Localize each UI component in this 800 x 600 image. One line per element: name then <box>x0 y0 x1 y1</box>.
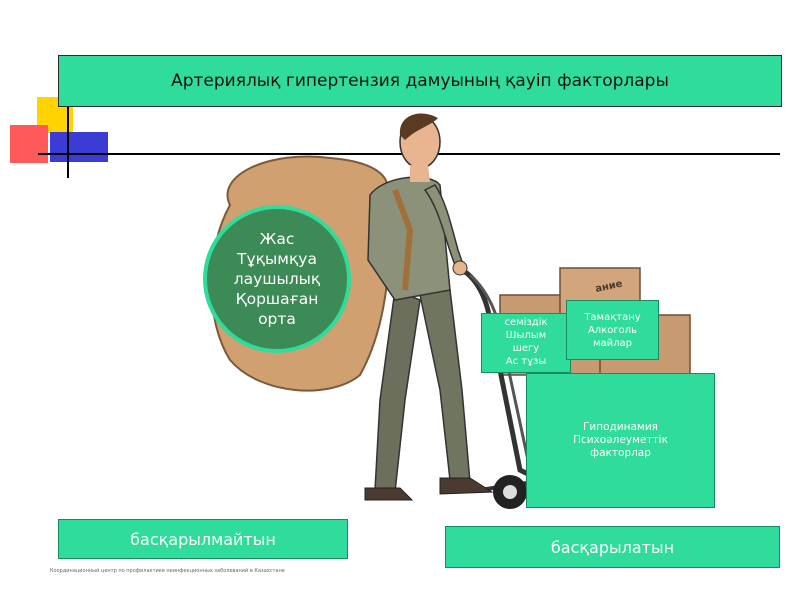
factor-line: Алкоголь <box>587 324 638 336</box>
man-shoe-back <box>364 487 414 501</box>
factor-line: шегу <box>512 343 540 354</box>
decor-square-blue <box>50 132 108 162</box>
factor-line: факторлар <box>590 447 651 459</box>
factor-box-hypodynamia: Гиподинамия Психоәлеуметтік факторлар <box>526 373 715 508</box>
man-leg-front <box>419 289 471 483</box>
factor-line: Гиподинамия <box>583 421 658 433</box>
circle-line: лаушылық <box>233 270 321 288</box>
uncontrollable-label-box: басқарылмайтын <box>58 519 348 559</box>
man-strap <box>392 188 414 291</box>
circle-line: Тұқымқуа <box>237 250 317 268</box>
factor-line: Шылым <box>505 330 547 341</box>
man-hand <box>452 260 468 276</box>
circle-line: Қоршаған <box>235 290 319 308</box>
factor-line: Психоәлеуметтік <box>573 434 668 446</box>
decor-vertical-line <box>67 70 69 178</box>
uncontrollable-factors-circle: Жас Тұқымқуа лаушылық Қоршаған орта <box>203 205 351 353</box>
man-hair <box>399 113 438 140</box>
circle-line: орта <box>258 310 296 328</box>
controllable-label: басқарылатын <box>550 537 675 557</box>
circle-line: Жас <box>259 230 295 248</box>
uncontrollable-label: басқарылмайтын <box>130 529 276 549</box>
factor-line: Ас тұзы <box>505 356 547 367</box>
factor-box-smoking: семіздік Шылым шегу Ас тұзы <box>481 313 571 373</box>
cart-wheel-hub <box>503 485 517 499</box>
factor-box-eating: Тамақтану Алкоголь майлар <box>566 300 659 360</box>
man-shoe-front <box>439 477 494 495</box>
man-neck <box>410 165 430 182</box>
footer-text: Координационный центр по профилактике не… <box>50 568 285 574</box>
decor-square-red <box>10 125 48 163</box>
man-leg-back <box>374 288 421 493</box>
title-box: Артериялық гипертензия дамуының қауіп фа… <box>58 55 782 107</box>
page-title: Артериялық гипертензия дамуының қауіп фа… <box>171 71 669 91</box>
factor-line: майлар <box>592 337 633 349</box>
factor-line: семіздік <box>504 317 548 328</box>
factor-line: Тамақтану <box>584 311 641 323</box>
controllable-label-box: басқарылатын <box>445 526 780 568</box>
